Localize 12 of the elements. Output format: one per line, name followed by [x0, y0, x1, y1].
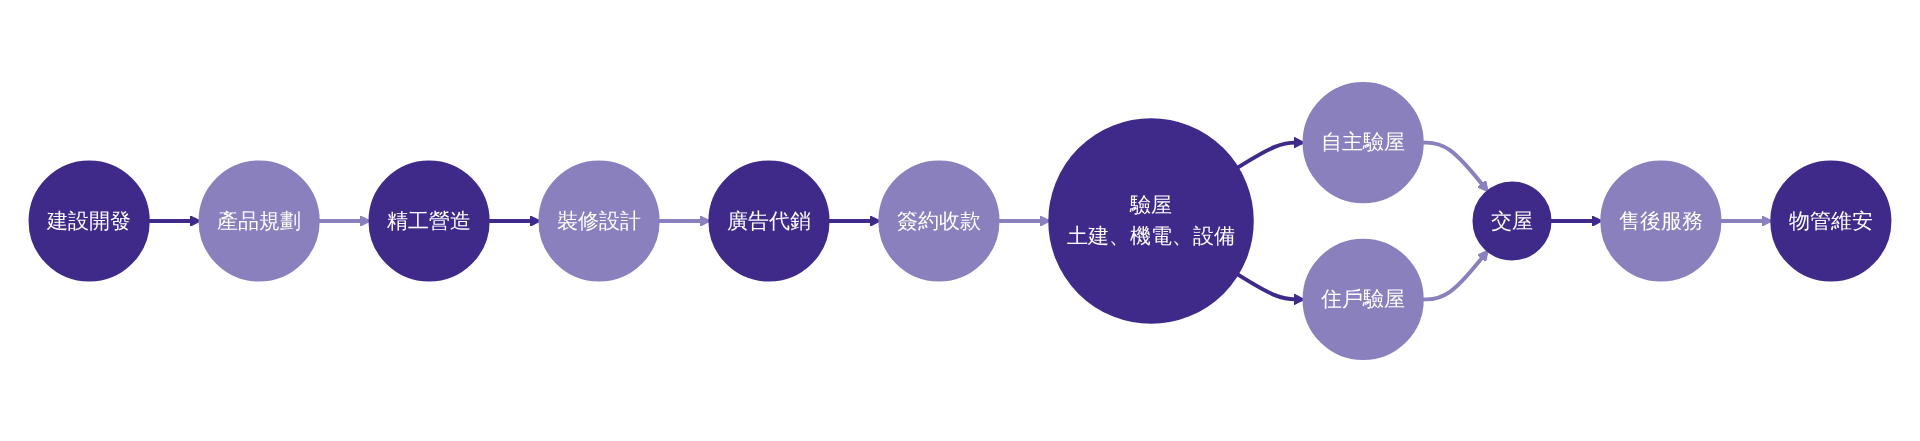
node-circle: 交屋 [1472, 180, 1552, 261]
node-circle: 售後服務 [1600, 159, 1722, 282]
node-circle: 廣告代銷 [708, 159, 830, 282]
node-circle: 自主驗屋 [1302, 81, 1424, 203]
node-circle: 產品規劃 [198, 159, 320, 282]
node-circle: 物管維安 [1770, 159, 1892, 282]
node-circle: 建設開發 [28, 159, 150, 282]
node-circle: 裝修設計 [538, 159, 660, 282]
node-circle: 簽約收款 [878, 159, 1000, 282]
node-circle: 精工營造 [368, 159, 490, 282]
node-circle: 住戶驗屋 [1302, 238, 1424, 360]
node-circle: 驗屋 土建、機電、設備 [1048, 117, 1254, 324]
